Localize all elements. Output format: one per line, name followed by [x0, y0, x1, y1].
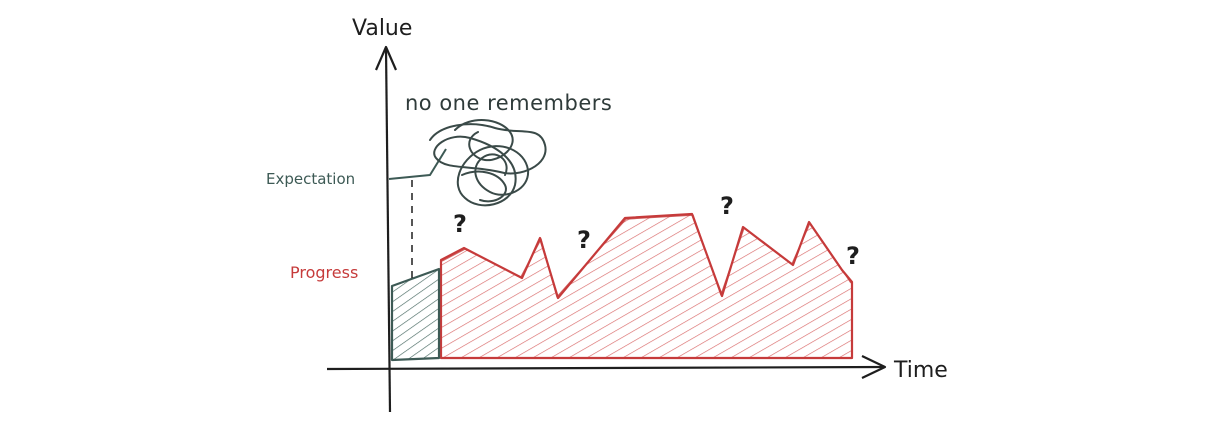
expectation-label: Expectation: [266, 170, 355, 188]
progress-label: Progress: [290, 263, 358, 282]
progress-area: [439, 212, 854, 360]
expectation-line: [388, 148, 447, 284]
question-mark: ?: [453, 210, 467, 238]
x-axis: [326, 355, 887, 379]
scribble-mess: [429, 119, 547, 207]
early-progress-area: [390, 267, 441, 362]
annotation-text: no one remembers: [405, 91, 612, 115]
question-mark: ?: [720, 192, 734, 220]
question-mark: ?: [846, 242, 860, 270]
x-axis-label: Time: [893, 358, 948, 383]
question-mark: ?: [577, 226, 591, 254]
y-axis: [374, 45, 398, 413]
y-axis-label: Value: [352, 16, 412, 41]
